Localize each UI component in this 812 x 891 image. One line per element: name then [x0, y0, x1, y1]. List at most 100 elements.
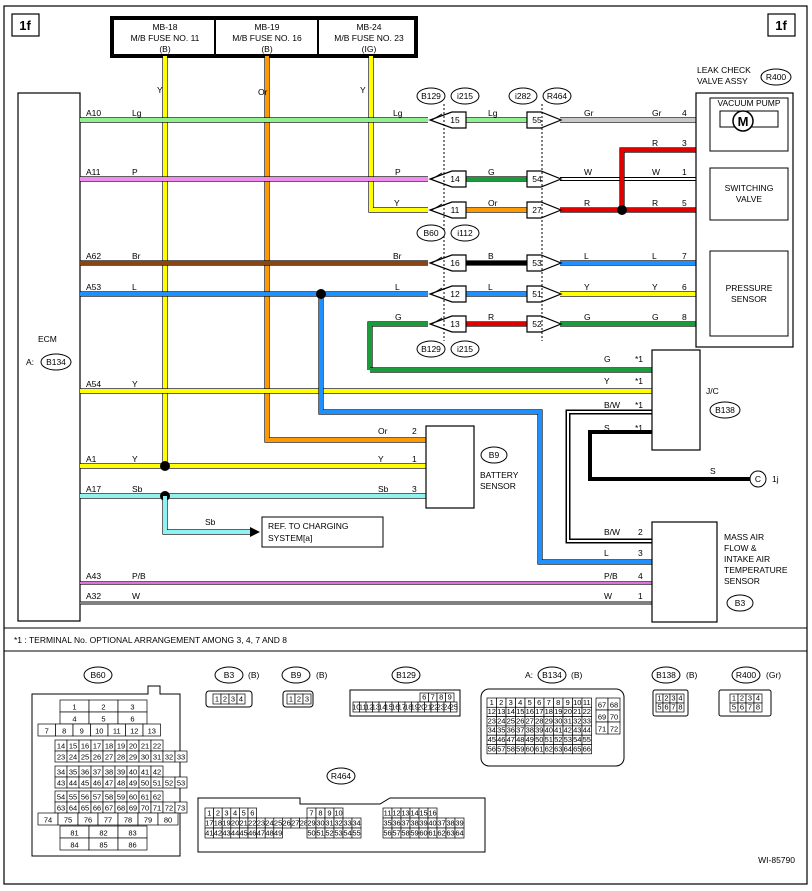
wire-s	[588, 430, 750, 481]
ecm-pin-label: A43	[86, 571, 101, 581]
b138-pin: 5	[657, 703, 661, 712]
b60-pin: 28	[117, 753, 125, 762]
connector-chevron	[428, 111, 467, 129]
b129-pin: 24	[443, 703, 451, 712]
r464-pin: 31	[325, 819, 333, 828]
svg-text:R464: R464	[547, 91, 568, 101]
ecm-pin-label: A11	[86, 167, 101, 177]
b134-pin: 43	[573, 726, 581, 735]
b60-pin: 42	[153, 768, 161, 777]
r464-pin: 36	[392, 819, 400, 828]
b134-pin: 56	[488, 744, 496, 753]
r464-pin: 47	[257, 829, 265, 838]
fuse-mb18: MB-18 M/B FUSE NO. 11 (B)	[131, 22, 200, 54]
legend-r400-tag-oval	[731, 666, 761, 684]
r464-pin: 8	[318, 809, 322, 818]
b9-pin: 2	[297, 695, 301, 704]
battery-label-2: SENSOR	[480, 481, 516, 491]
ecm-wire-label: Sb	[132, 484, 143, 494]
b138-cell	[676, 702, 685, 713]
maf-wire-label: P/B	[604, 571, 618, 581]
b129-pin: 18	[404, 703, 412, 712]
b60-cell	[174, 776, 188, 789]
battery-terminal: 2	[412, 426, 417, 436]
r400-pin: 2	[740, 694, 744, 703]
r464-pin: 33	[343, 819, 351, 828]
b60-pin: 27	[105, 753, 113, 762]
b129-pin: 7	[431, 693, 435, 702]
r464-pin: 53	[334, 829, 342, 838]
wire-label: Y	[584, 282, 590, 292]
wire-label: G	[488, 167, 495, 177]
jc-mark: *1	[635, 400, 643, 410]
b138-pin: 1	[657, 694, 661, 703]
r464-pin: 10	[334, 809, 342, 818]
b60-cell	[157, 812, 179, 826]
b60-pin: 26	[93, 753, 101, 762]
r464-pin: 63	[446, 829, 454, 838]
legend-b138-tag: B138	[656, 670, 676, 680]
jc-wire-label: Y	[604, 376, 610, 386]
b134-pin: 29	[545, 716, 553, 725]
b60-pin: 33	[177, 753, 185, 762]
connector-pin: 51	[532, 289, 542, 299]
battery-label-1: BATTERY	[480, 470, 519, 480]
b134-pin: 35	[497, 726, 505, 735]
connector-chevron	[428, 170, 467, 188]
b60-pin: 75	[64, 816, 72, 825]
r464-pin: 29	[307, 819, 315, 828]
r464-pin: 26	[283, 819, 291, 828]
maf-terminal: 4	[638, 571, 643, 581]
ecm-wire-label: P	[132, 167, 138, 177]
wire-label: L	[395, 282, 400, 292]
b134-pin: 5	[528, 698, 532, 707]
wire-label: L	[652, 251, 657, 261]
b138-pin: 3	[671, 694, 675, 703]
b60-pin: 31	[153, 753, 161, 762]
b129-pin: 17	[398, 703, 406, 712]
b60-pin: 29	[129, 753, 137, 762]
b129-pin: 13	[372, 703, 380, 712]
b134-pin: 66	[583, 744, 591, 753]
wire-label: R	[652, 138, 658, 148]
page-corner-left: 1f	[19, 18, 31, 33]
b134-pin: 11	[583, 698, 591, 707]
b60-pin: 63	[57, 804, 65, 813]
wire-fuse16	[265, 56, 426, 442]
b60-pin: 65	[81, 804, 89, 813]
connector-pin: 54	[532, 174, 542, 184]
b134-pin: 67	[598, 701, 606, 710]
b60-pin: 50	[141, 779, 149, 788]
ecm-prefix: A:	[26, 357, 34, 367]
connector-chevron	[526, 170, 563, 188]
connector-pin: 53	[532, 258, 542, 268]
connector-chevron-line	[431, 113, 443, 121]
leak-check-title2: VALVE ASSY	[697, 76, 748, 86]
b60-pin: 10	[95, 727, 103, 736]
leak-check-terminal: 4	[682, 108, 687, 118]
b129-pin: 10	[352, 703, 360, 712]
jc-mark: *1	[635, 423, 643, 433]
r464-pin: 18	[214, 819, 222, 828]
b60-pin: 76	[84, 816, 92, 825]
r464-pin: 30	[316, 819, 324, 828]
b60-pin: 34	[57, 768, 65, 777]
fuse-mb19: MB-19 M/B FUSE NO. 16 (B)	[232, 22, 302, 54]
connector-chevron-line	[431, 287, 443, 295]
svg-text:B60: B60	[423, 228, 438, 238]
b60-pin: 67	[105, 804, 113, 813]
ecm-wire-label: Lg	[132, 108, 142, 118]
b134-pin: 42	[564, 726, 572, 735]
b60-pin: 86	[128, 841, 136, 850]
r464-pin: 19	[222, 819, 230, 828]
charging-ref-1: REF. TO CHARGING	[268, 521, 348, 531]
connector-pin: 27	[532, 205, 542, 215]
connector-pin: 14	[450, 174, 460, 184]
leak-check-terminal: 7	[682, 251, 687, 261]
jc-label: J/C	[706, 386, 719, 396]
ecm-wire-label: Y	[132, 454, 138, 464]
wire-label: Lg	[488, 108, 498, 118]
b3-cell	[236, 693, 246, 705]
r464-pin: 37	[401, 819, 409, 828]
legend-b9-tag: B9	[291, 670, 302, 680]
